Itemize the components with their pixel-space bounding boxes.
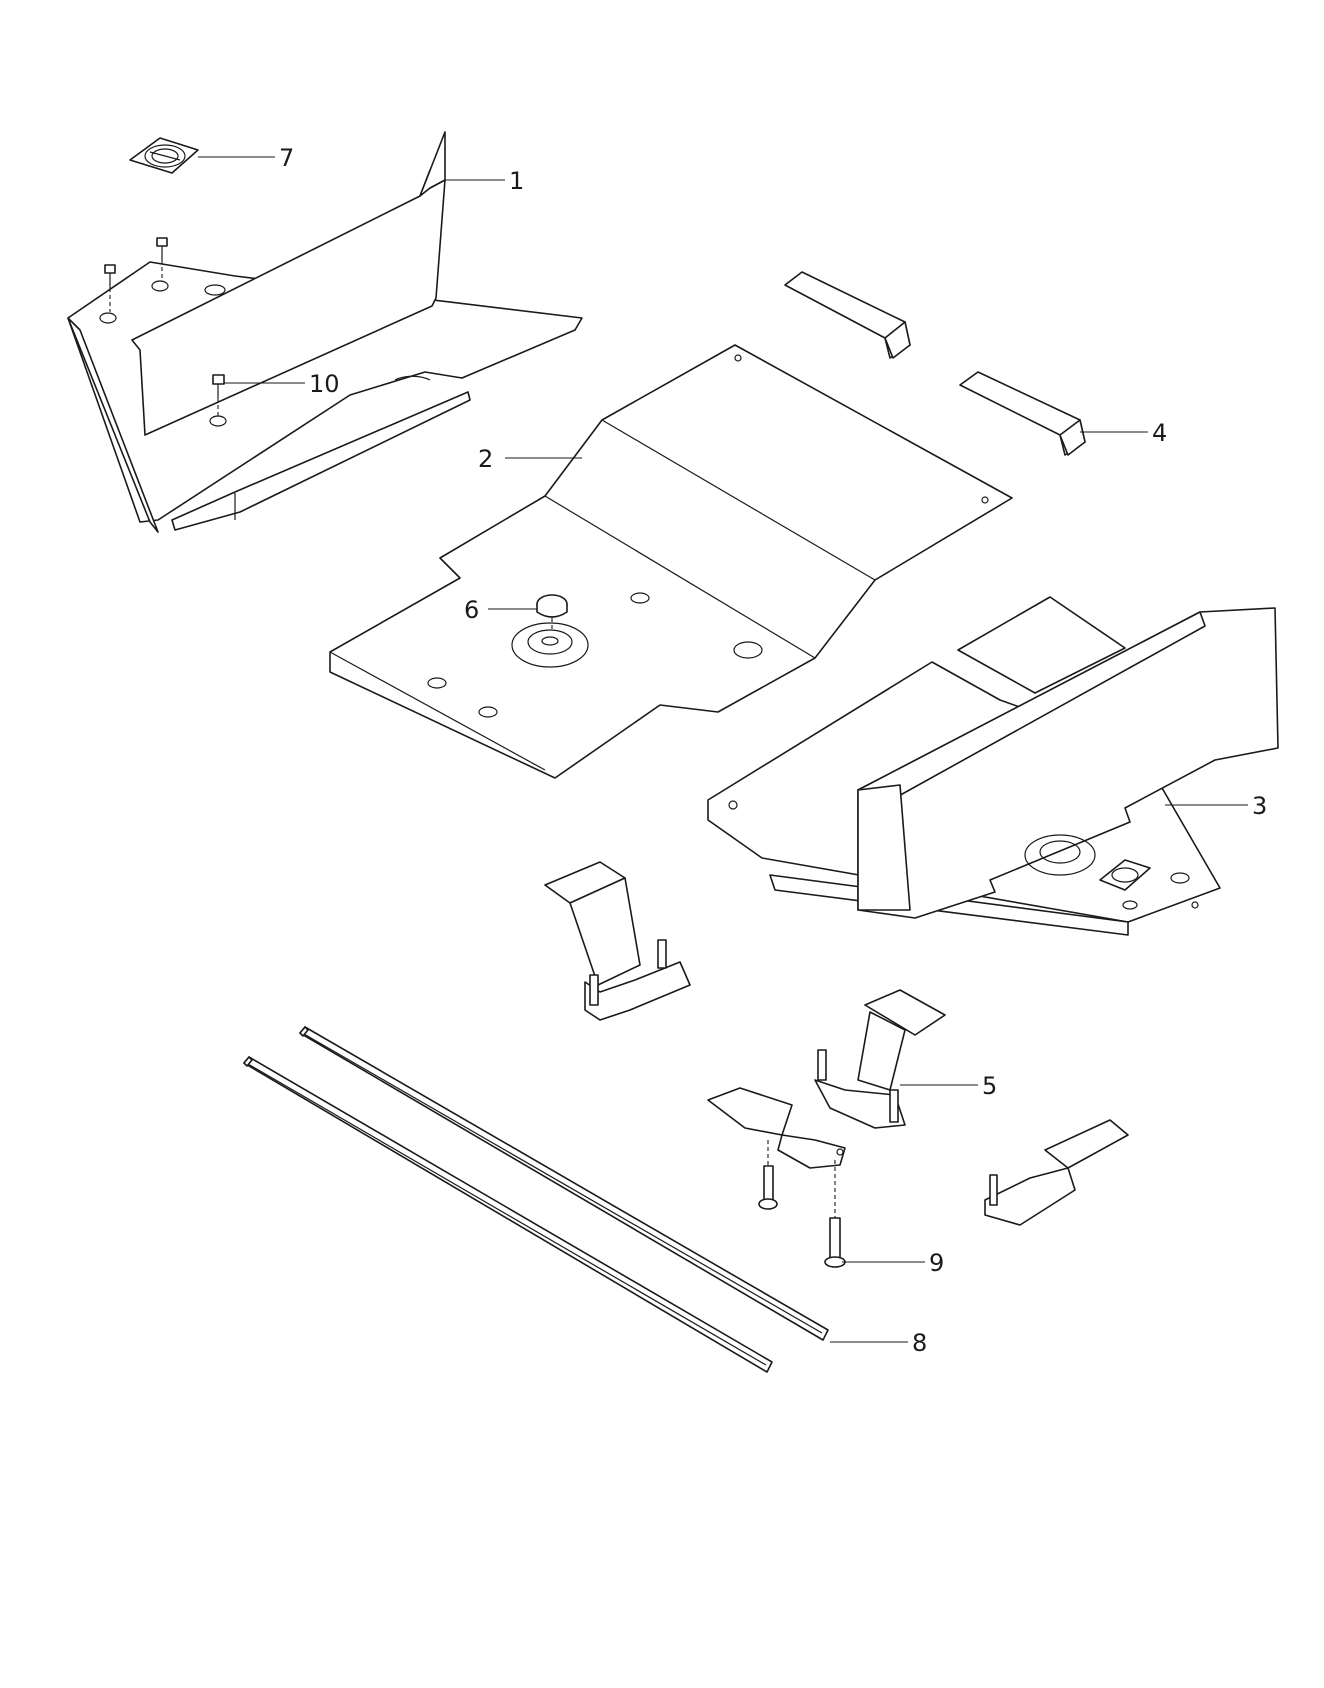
callout-6: 6 [464,596,479,624]
bolt-a [104,264,116,312]
callout-10: 10 [309,370,340,398]
callouts: 7 1 10 2 4 6 3 5 9 8 [279,144,1267,1357]
callout-2: 2 [478,445,493,473]
part-1-left-side-panel [67,131,583,533]
part-2-center-floor-plate [329,344,1013,779]
callout-1: 1 [509,167,524,195]
callout-3: 3 [1252,792,1267,820]
part-6-plug [536,594,568,632]
bolt-b [156,237,168,280]
callout-8: 8 [912,1329,927,1357]
part-5-bracket-upper [544,861,691,1021]
part-3-right-side-panel [707,596,1279,936]
part-9-bolts [758,1140,846,1268]
part-8-rails [243,1026,829,1373]
callout-7: 7 [279,144,294,172]
part-5-bracket-left-small [707,1087,846,1169]
bolt-c [212,374,225,416]
part-4-clips [784,271,1086,456]
callout-4: 4 [1152,419,1167,447]
part-5-bracket-right-small [984,1119,1129,1226]
part-7-floor-pad [129,137,199,174]
callout-5: 5 [982,1072,997,1100]
leader-lines [198,156,1248,1343]
part-10-bolts [104,237,225,416]
part-5-bracket-lower [814,989,946,1129]
callout-9: 9 [929,1249,944,1277]
